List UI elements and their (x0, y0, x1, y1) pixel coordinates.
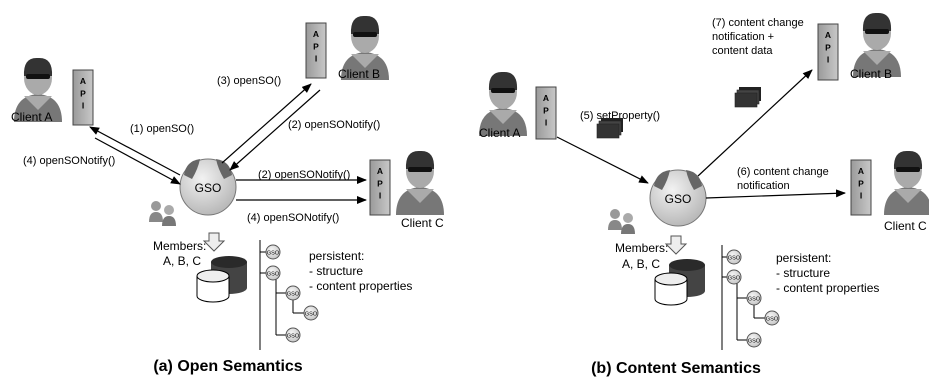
client-a-label: Client A (479, 126, 520, 140)
members-list: A, B, C (163, 254, 201, 268)
tree-node: GSO (746, 332, 762, 348)
client-c-person-icon (396, 150, 444, 215)
svg-text:GSO: GSO (305, 312, 318, 318)
svg-text:GSO: GSO (287, 292, 300, 298)
msg-content-change-c: (6) content change (737, 166, 829, 178)
arrow-open-so-a (89, 126, 181, 176)
msg-content-change-b: (7) content change (712, 17, 804, 29)
svg-text:GSO: GSO (748, 297, 761, 303)
client-c-label: Client C (401, 216, 444, 230)
msg-content-change-b: content data (712, 45, 773, 57)
database-icon (654, 258, 706, 306)
client-b-label: Client B (850, 67, 892, 81)
tree-node: GSO (285, 327, 301, 343)
msg-open-so-notify-4a: (4) openSONotify() (23, 155, 115, 167)
tree-node: GSO (726, 269, 742, 285)
members-icon (149, 201, 176, 226)
members-list: A, B, C (622, 257, 660, 271)
arrow-open-so-notify-b (229, 89, 321, 171)
tree-node: GSO (265, 265, 281, 281)
arrow-set-property (556, 136, 649, 184)
database-icon (196, 255, 248, 303)
msg-open-so-notify-2b: (2) openSONotify() (288, 119, 380, 131)
caption-open-semantics: (a) Open Semantics (153, 358, 302, 375)
tree-node: GSO (303, 305, 319, 321)
client-a-label: Client A (11, 110, 52, 124)
caption-content-semantics: (b) Content Semantics (591, 360, 761, 377)
members-label: Members: (153, 239, 206, 253)
svg-text:GSO: GSO (748, 339, 761, 345)
gso-label: GSO (195, 181, 222, 195)
msg-open-so-notify-4c: (4) openSONotify() (247, 212, 339, 224)
msg-content-change-b: notification + (712, 31, 774, 43)
gso-node: GSO (179, 158, 237, 216)
client-c-person-icon (884, 150, 929, 215)
persistent-item: - structure (776, 266, 830, 280)
tree-node: GSO (265, 244, 281, 260)
persistent-item: - content properties (309, 279, 412, 293)
persistent-title: persistent: (309, 249, 364, 263)
svg-text:GSO: GSO (267, 251, 280, 257)
svg-text:GSO: GSO (267, 272, 280, 278)
tree-node: GSO (285, 285, 301, 301)
msg-open-so-1: (1) openSO() (130, 123, 194, 135)
content-data-stack-icon (596, 117, 624, 139)
members-label: Members: (615, 241, 668, 255)
tree-node: GSO (746, 290, 762, 306)
msg-open-so-3: (3) openSO() (217, 75, 281, 87)
gso-label: GSO (665, 192, 692, 206)
svg-text:GSO: GSO (728, 256, 741, 262)
msg-open-so-notify-2c: (2) openSONotify() (258, 169, 350, 181)
svg-text:GSO: GSO (728, 276, 741, 282)
down-arrow-icon (665, 235, 687, 255)
client-c-label: Client C (884, 219, 927, 233)
arrow-open-so-b (221, 83, 312, 164)
tree-node: GSO (764, 310, 780, 326)
content-data-stack-icon (734, 86, 762, 108)
members-icon (608, 209, 635, 234)
gso-node: GSO (649, 169, 707, 227)
persistent-item: - content properties (776, 281, 879, 295)
down-arrow-icon (203, 232, 225, 252)
msg-content-change-c: notification (737, 180, 790, 192)
client-b-label: Client B (338, 67, 380, 81)
persistent-item: - structure (309, 264, 363, 278)
arrow-open-so-notify-a (94, 137, 181, 185)
msg-set-property: (5) setProperty() (580, 110, 660, 122)
tree-node: GSO (726, 249, 742, 265)
persistent-title: persistent: (776, 251, 831, 265)
svg-text:GSO: GSO (287, 334, 300, 340)
arrow-content-change-c (705, 189, 846, 199)
arrow-content-change-b (697, 69, 813, 177)
svg-text:GSO: GSO (766, 317, 779, 323)
